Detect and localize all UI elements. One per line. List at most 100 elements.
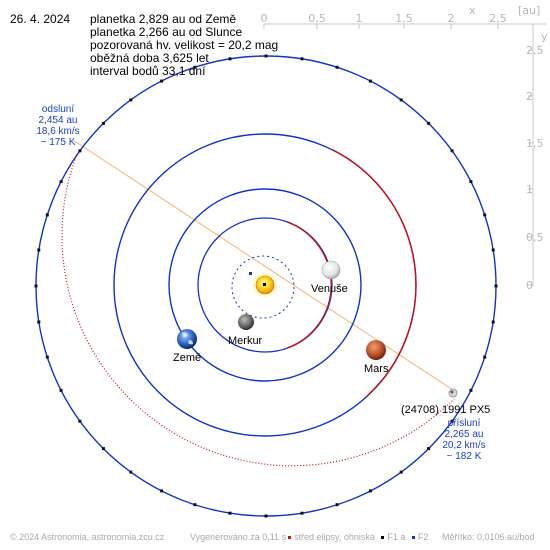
mars: [366, 340, 386, 360]
earth: [177, 329, 197, 349]
y-tick-label: 0,5: [526, 231, 544, 244]
orbit-point: [427, 447, 431, 451]
asteroid-marker: [448, 388, 458, 398]
orbit-point: [59, 180, 63, 184]
info-earth-distance: planetka 2,829 au od Země: [90, 12, 237, 26]
center-focus-dot-icon: [288, 536, 291, 540]
f2-dot-icon: [411, 536, 415, 540]
ellipse-focus-f1: [263, 283, 266, 286]
orbit-point: [37, 248, 41, 252]
perihelion-temperature: ~ 182 K: [446, 451, 482, 462]
perihelion-speed: 20,2 km/s: [442, 440, 486, 451]
orbit-point: [491, 320, 495, 324]
perihelion-title: přísluní: [447, 418, 481, 429]
y-tick-label: 1,5: [526, 137, 544, 150]
y-tick-label: 2: [526, 90, 533, 103]
info-sun-distance: planetka 2,266 au od Slunce: [90, 25, 243, 39]
x-tick-label: 0,5: [308, 12, 326, 25]
x-tick-label: 0: [261, 12, 268, 25]
mercury-orbit: [231, 255, 295, 319]
info-panel: planetka 2,829 au od Země planetka 2,266…: [90, 13, 278, 78]
orbit-point: [160, 489, 164, 493]
y-tick-label: 0: [526, 279, 533, 292]
aphelion-note: odsluní 2,454 au 18,6 km/s ~ 175 K: [28, 104, 88, 148]
date-label: 26. 4. 2024: [10, 12, 71, 26]
sun: [253, 273, 277, 297]
asteroid-label: (24708) 1991 PX5: [401, 404, 490, 416]
ellipse-focus-f2: [249, 272, 252, 275]
mars-label: Mars: [364, 363, 389, 375]
orbit-point: [45, 213, 49, 217]
orbit-point: [491, 248, 495, 252]
orbit-point: [101, 121, 105, 125]
orbit-point: [469, 388, 473, 392]
orbit-point: [37, 320, 41, 324]
aphelion-title: odsluní: [41, 104, 75, 115]
legend-f2: F2: [417, 532, 429, 542]
earth-orbit: [168, 188, 362, 382]
perihelion-distance: 2,265 au: [444, 429, 484, 440]
orbit-point: [300, 57, 304, 61]
orbit-point: [78, 419, 82, 423]
orbit-point: [368, 489, 372, 493]
aphelion-speed: 18,6 km/s: [36, 126, 80, 137]
mars-orbit-future: [332, 149, 417, 397]
orbit-point: [335, 503, 339, 507]
orbit-point: [78, 149, 82, 153]
x-tick-label: 2,5: [489, 12, 507, 25]
legend-f1: F1 a: [387, 532, 406, 542]
orbit-point: [45, 355, 49, 359]
footer-copyright[interactable]: © 2024 Astronomia, astronomia.zcu.cz: [10, 532, 165, 542]
footer-generated: Vygenerováno za 0,11 s: [190, 532, 287, 542]
mercury: [238, 314, 254, 330]
orbit-point: [399, 470, 403, 474]
aphelion-distance: 2,454 au: [38, 115, 78, 126]
orbit-point: [368, 79, 372, 83]
orbit-point: [399, 98, 403, 102]
venus-orbit-future: [286, 221, 332, 349]
footer-scale: Měřítko: 0,0106 au/bod: [442, 532, 535, 542]
y-tick-label: 2,5: [526, 44, 544, 57]
x-tick-label: 1: [356, 12, 363, 25]
asteroid-orbit-points: [34, 54, 498, 518]
info-orbital-period: oběžná doba 3,625 let: [90, 51, 209, 65]
y-tick-label: 1: [526, 183, 533, 196]
earth-label: Země: [173, 352, 201, 364]
apsis-line: [72, 139, 457, 393]
asteroid-orbit-future: [61, 153, 455, 467]
orbit-point: [264, 54, 268, 58]
orbit-point: [494, 284, 498, 288]
perihelion-note: přísluní 2,265 au 20,2 km/s ~ 182 K: [434, 418, 494, 462]
mercury-label: Merkur: [228, 335, 263, 347]
orbit-point: [193, 65, 197, 69]
orbit-point: [160, 79, 164, 83]
info-point-interval: interval bodů 33,1 dní: [90, 64, 206, 78]
orbit-point: [483, 213, 487, 217]
orbit-point: [101, 447, 105, 451]
orbit-point: [450, 419, 454, 423]
orbit-point: [228, 511, 232, 515]
y-axis-title: y: [541, 30, 548, 43]
orbit-point: [34, 284, 38, 288]
orbit-point: [193, 503, 197, 507]
aphelion-temperature: ~ 175 K: [40, 137, 76, 148]
orbit-point: [59, 388, 63, 392]
orbit-point: [228, 57, 232, 61]
venus-label: Venuše: [311, 283, 348, 295]
orbit-point: [469, 180, 473, 184]
venus-orbit-past: [197, 217, 333, 353]
orbit-point: [264, 514, 268, 518]
f1-dot-icon: [381, 536, 385, 540]
axis-unit: [au]: [518, 4, 540, 17]
x-axis-title: x: [469, 4, 476, 17]
x-tick-label: 1,5: [395, 12, 413, 25]
orbit-point: [129, 470, 133, 474]
orbit-point: [335, 65, 339, 69]
orbit-point: [427, 121, 431, 125]
y-axis-ticks: 2,5 2 1,5 1 0,5 0 y: [526, 30, 548, 292]
venus: [321, 260, 341, 280]
footer-legend: střed elipsy, ohniska F1 a F2: [284, 532, 428, 542]
info-magnitude: pozorovaná hv. velikost = 20,2 mag: [90, 38, 279, 52]
